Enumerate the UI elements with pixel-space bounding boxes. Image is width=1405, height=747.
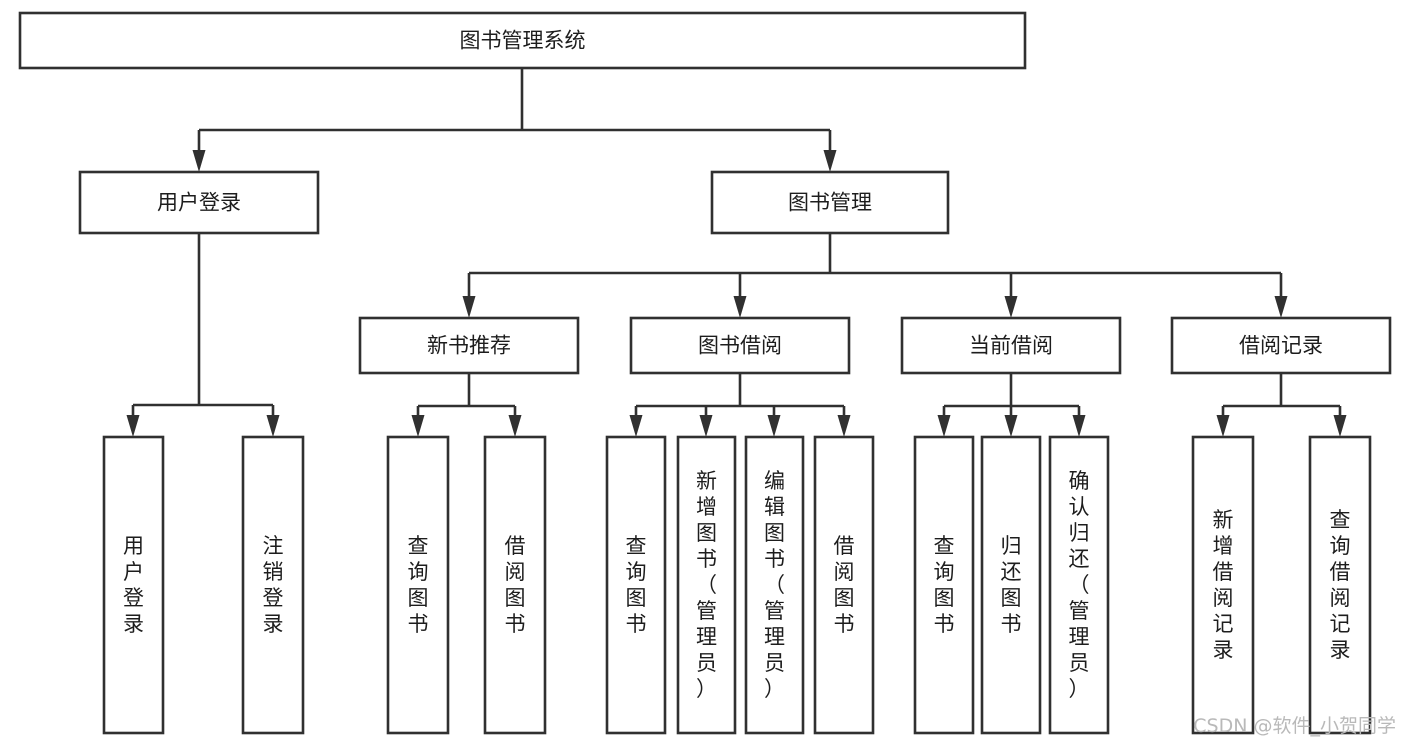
connector-current-borrow-to-leaves [937, 373, 1086, 437]
arrow-head-icon [629, 415, 643, 437]
node-box-leaf-edit-book-admin[interactable] [744, 435, 805, 735]
node-label-leaf-user-logout: 注销登录 [263, 534, 284, 636]
arrow-head-icon [411, 415, 425, 437]
node-label-borrow-records: 借阅记录 [1239, 334, 1323, 358]
arrow-head-icon [1072, 415, 1086, 437]
node-leaf-borrow-books-recommend[interactable]: 借阅图书 [483, 435, 547, 735]
connector-layer [126, 68, 1347, 437]
arrow-head-icon [192, 150, 206, 172]
node-label-leaf-query-books-borrow: 查询图书 [626, 534, 647, 636]
arrow-head-icon [126, 415, 140, 437]
node-leaf-confirm-return-admin[interactable]: 确认归还（管理员） [1048, 435, 1110, 735]
arrow-head-icon [837, 415, 851, 437]
arrow-head-icon [937, 415, 951, 437]
node-layer: 图书管理系统用户登录图书管理新书推荐图书借阅当前借阅借阅记录用户登录注销登录查询… [18, 11, 1392, 735]
node-label-leaf-add-book-admin: 新增图书（管理员） [696, 469, 717, 701]
node-new-book-recommend[interactable]: 新书推荐 [358, 316, 580, 375]
node-leaf-query-books-borrow[interactable]: 查询图书 [605, 435, 667, 735]
arrow-head-icon [699, 415, 713, 437]
node-current-borrow[interactable]: 当前借阅 [900, 316, 1122, 375]
connector-borrow-records-to-leaves [1216, 373, 1347, 437]
node-leaf-add-book-admin[interactable]: 新增图书（管理员） [676, 435, 737, 735]
node-root[interactable]: 图书管理系统 [18, 11, 1027, 70]
node-user-login[interactable]: 用户登录 [78, 170, 320, 235]
arrow-head-icon [767, 415, 781, 437]
node-box-leaf-user-logout[interactable] [241, 435, 305, 735]
csdn-watermark: CSDN @软件_小贺同学 [1193, 715, 1396, 737]
node-box-user-login[interactable] [78, 170, 320, 235]
node-box-leaf-user-login[interactable] [102, 435, 165, 735]
arrow-head-icon [1274, 296, 1288, 318]
node-label-leaf-query-books-recommend: 查询图书 [408, 534, 429, 636]
node-label-leaf-borrow-books-recommend: 借阅图书 [505, 534, 526, 636]
arrow-head-icon [1216, 415, 1230, 437]
node-box-leaf-query-books-recommend[interactable] [386, 435, 450, 735]
node-leaf-query-books-current[interactable]: 查询图书 [913, 435, 975, 735]
connector-new-book-recommend-to-leaves [411, 373, 522, 437]
node-box-new-book-recommend[interactable] [358, 316, 580, 375]
node-leaf-return-book[interactable]: 归还图书 [980, 435, 1042, 735]
node-label-leaf-query-books-current: 查询图书 [934, 534, 955, 636]
arrow-head-icon [823, 150, 837, 172]
node-label-leaf-return-book: 归还图书 [1001, 534, 1022, 636]
node-book-borrow[interactable]: 图书借阅 [629, 316, 851, 375]
node-box-leaf-borrow-books-recommend[interactable] [483, 435, 547, 735]
node-borrow-records[interactable]: 借阅记录 [1170, 316, 1392, 375]
node-leaf-borrow-book[interactable]: 借阅图书 [813, 435, 875, 735]
node-box-current-borrow[interactable] [900, 316, 1122, 375]
node-box-leaf-add-book-admin[interactable] [676, 435, 737, 735]
arrow-head-icon [733, 296, 747, 318]
node-box-leaf-borrow-book[interactable] [813, 435, 875, 735]
node-label-new-book-recommend: 新书推荐 [427, 334, 511, 358]
node-book-management[interactable]: 图书管理 [710, 170, 950, 235]
node-leaf-add-borrow-record[interactable]: 新增借阅记录 [1191, 435, 1255, 735]
arrow-head-icon [1004, 296, 1018, 318]
node-label-leaf-user-login: 用户登录 [123, 534, 144, 636]
node-box-leaf-query-books-borrow[interactable] [605, 435, 667, 735]
node-leaf-edit-book-admin[interactable]: 编辑图书（管理员） [744, 435, 805, 735]
arrow-head-icon [508, 415, 522, 437]
node-label-leaf-add-borrow-record: 新增借阅记录 [1213, 508, 1234, 662]
node-box-book-management[interactable] [710, 170, 950, 235]
node-label-leaf-edit-book-admin: 编辑图书（管理员） [764, 469, 785, 701]
connector-book-borrow-to-leaves [629, 373, 851, 437]
node-box-leaf-confirm-return-admin[interactable] [1048, 435, 1110, 735]
arrow-head-icon [1333, 415, 1347, 437]
node-leaf-user-login[interactable]: 用户登录 [102, 435, 165, 735]
arrow-head-icon [462, 296, 476, 318]
node-leaf-user-logout[interactable]: 注销登录 [241, 435, 305, 735]
node-label-book-borrow: 图书借阅 [698, 334, 782, 358]
node-box-leaf-add-borrow-record[interactable] [1191, 435, 1255, 735]
arrow-head-icon [266, 415, 280, 437]
node-label-current-borrow: 当前借阅 [969, 334, 1053, 358]
arrow-head-icon [1004, 415, 1018, 437]
node-label-book-management: 图书管理 [788, 191, 872, 215]
node-label-leaf-borrow-book: 借阅图书 [834, 534, 855, 636]
node-label-leaf-query-borrow-record: 查询借阅记录 [1330, 508, 1351, 662]
node-box-book-borrow[interactable] [629, 316, 851, 375]
node-box-leaf-return-book[interactable] [980, 435, 1042, 735]
connector-book-management-to-level3 [462, 233, 1288, 318]
node-box-leaf-query-borrow-record[interactable] [1308, 435, 1372, 735]
connector-root-to-level2 [192, 68, 837, 172]
node-leaf-query-books-recommend[interactable]: 查询图书 [386, 435, 450, 735]
node-box-borrow-records[interactable] [1170, 316, 1392, 375]
node-box-leaf-query-books-current[interactable] [913, 435, 975, 735]
node-leaf-query-borrow-record[interactable]: 查询借阅记录 [1308, 435, 1372, 735]
node-box-root[interactable] [18, 11, 1027, 70]
node-label-leaf-confirm-return-admin: 确认归还（管理员） [1069, 469, 1090, 701]
node-label-user-login: 用户登录 [157, 191, 241, 215]
connector-user-login-to-leaves [126, 233, 280, 437]
node-label-root: 图书管理系统 [460, 29, 586, 53]
